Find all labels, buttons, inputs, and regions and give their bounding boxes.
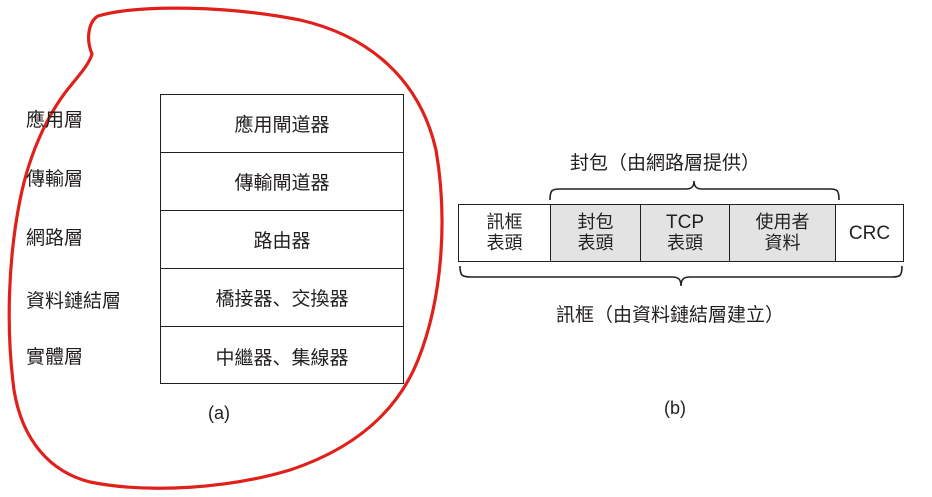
device-bridge-switch: 橋接器、交換器 (161, 269, 403, 327)
cell-line: 表頭 (577, 233, 614, 254)
device-stack: 應用閘道器 傳輸閘道器 路由器 橋接器、交換器 中繼器、集線器 (160, 94, 404, 384)
device-router: 路由器 (161, 211, 403, 269)
frame-cell-tcp-header: TCP 表頭 (641, 205, 730, 261)
cell-line: CRC (848, 222, 891, 244)
cell-line: 封包 (577, 212, 614, 233)
packet-brace-label: 封包（由網路層提供） (570, 152, 761, 174)
cell-line: 使用者 (755, 212, 810, 233)
frame-structure: 訊框 表頭 封包 表頭 TCP 表頭 使用者 資料 CRC (458, 204, 904, 262)
frame-cell-packet-header: 封包 表頭 (551, 205, 641, 261)
red-annotation-stroke (7, 6, 444, 490)
caption-b: (b) (664, 398, 686, 418)
frame-brace-label: 訊框（由資料鏈結層建立） (556, 304, 785, 326)
layer-label-transport: 傳輸層 (26, 168, 84, 190)
layer-label-network: 網路層 (26, 227, 84, 249)
device-transport-gateway: 傳輸閘道器 (161, 153, 403, 211)
cell-line: 表頭 (486, 233, 523, 254)
layer-label-physical: 實體層 (26, 346, 84, 368)
device-application-gateway: 應用閘道器 (161, 95, 403, 153)
cell-line: 訊框 (486, 212, 523, 233)
cell-line: TCP (666, 212, 704, 233)
layer-label-datalink: 資料鏈結層 (26, 290, 122, 312)
device-repeater-hub: 中繼器、集線器 (215, 346, 349, 369)
layer-label-application: 應用層 (26, 109, 84, 131)
top-brace (549, 180, 840, 201)
frame-cell-user-data: 使用者 資料 (730, 205, 836, 261)
cell-line: 資料 (764, 233, 801, 254)
frame-cell-crc: CRC (836, 205, 903, 261)
bottom-brace (459, 265, 903, 287)
caption-a: (a) (208, 403, 230, 423)
cell-line: 表頭 (667, 233, 703, 254)
frame-cell-frame-header: 訊框 表頭 (459, 205, 551, 261)
